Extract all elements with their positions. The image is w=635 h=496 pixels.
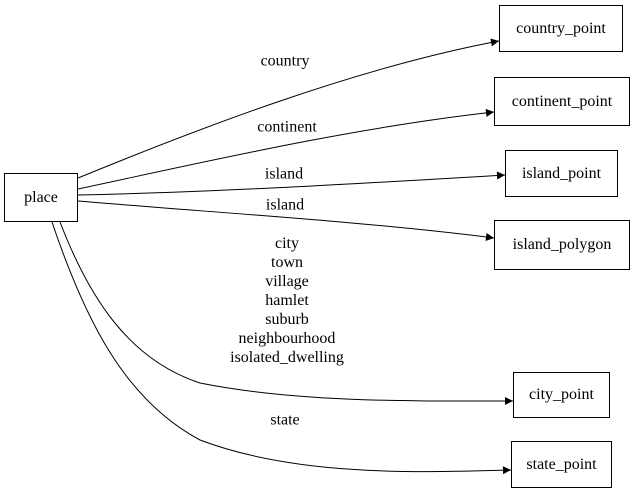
edge-label-country: country — [260, 52, 310, 70]
node-state-point-label: state_point — [526, 455, 597, 473]
node-country-point-label: country_point — [516, 19, 606, 37]
edge-place-city-point — [59, 221, 514, 406]
node-continent-point: continent_point — [494, 77, 630, 126]
node-continent-point-label: continent_point — [511, 92, 613, 110]
edge-label-island-point: island — [264, 165, 304, 183]
edge-place-country-point — [77, 38, 500, 179]
edge-place-island-polygon — [77, 200, 495, 241]
node-city-point: city_point — [513, 372, 610, 418]
node-island-polygon-label: island_polygon — [512, 236, 612, 253]
edge-label-state: state — [270, 411, 300, 429]
edge-place-continent-point — [77, 108, 495, 190]
edge-label-continent: continent — [257, 118, 317, 136]
node-island-polygon: island_polygon — [494, 220, 630, 270]
node-island-point-label: island_point — [521, 164, 602, 182]
node-country-point: country_point — [499, 5, 623, 52]
node-place: place — [4, 173, 78, 222]
node-place-label: place — [24, 188, 58, 206]
node-state-point: state_point — [511, 441, 612, 488]
node-island-point: island_point — [505, 150, 618, 197]
edge-place-island-point — [77, 171, 506, 196]
edge-label-city-types: city town village hamlet suburb neighbou… — [230, 235, 344, 366]
edge-label-island-polygon: island — [265, 196, 305, 214]
node-city-point-label: city_point — [529, 386, 594, 403]
edge-place-state-point — [51, 221, 512, 475]
